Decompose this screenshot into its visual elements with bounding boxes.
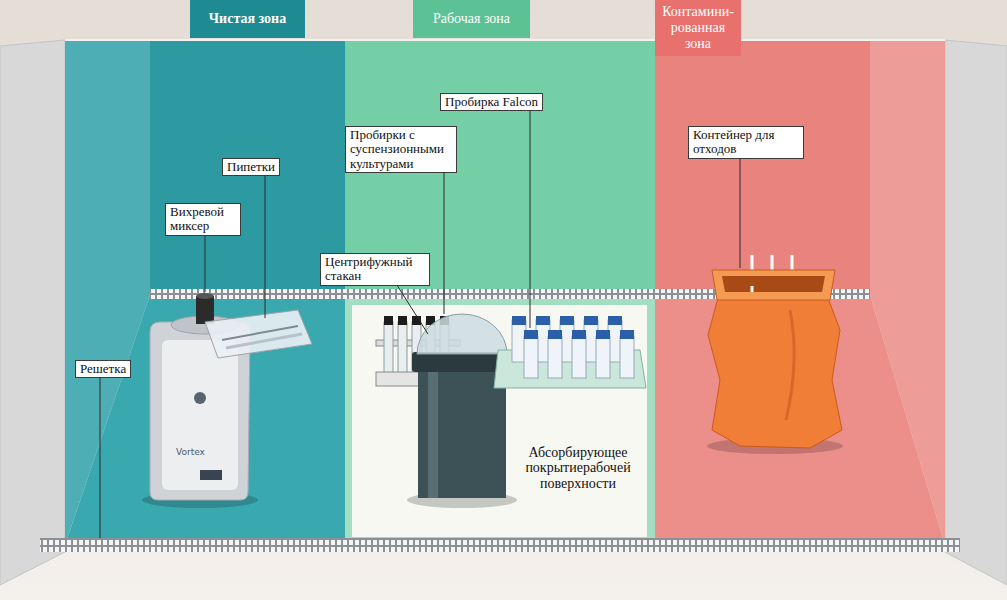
part-label: Центрифужный стакан	[320, 253, 430, 286]
tube-cap	[584, 316, 598, 325]
tube	[398, 322, 407, 378]
waste-opening	[722, 276, 825, 292]
clean-back-wall	[150, 40, 345, 295]
zone-title: Рабочая зона	[413, 0, 530, 38]
zone-band: Контамини- рованная зона	[655, 0, 945, 545]
tube-cap	[524, 330, 538, 339]
leader-line	[265, 172, 266, 318]
tube	[548, 336, 562, 378]
waste-bag	[708, 298, 842, 448]
tube-cap	[620, 330, 634, 339]
tube-cap	[560, 316, 574, 325]
bucket-lid	[417, 314, 507, 354]
right-outer-panel	[945, 40, 1007, 585]
bucket-highlight	[428, 368, 438, 498]
leader-line	[444, 165, 445, 314]
zone-title: Чистая зона	[190, 0, 305, 38]
dirty-back-wall	[655, 40, 870, 295]
tube	[620, 336, 634, 378]
waste-rim	[712, 270, 835, 300]
printed-text: Vortex	[176, 448, 205, 458]
part-label: Пробирка Falcon	[440, 93, 543, 111]
part-label: Контейнер для отходов	[688, 126, 804, 159]
leader-line	[205, 232, 206, 292]
part-label: Вихревой миксер	[165, 203, 241, 236]
tube	[572, 336, 586, 378]
clean-floor	[65, 295, 345, 545]
zone-title: Контамини- рованная зона	[655, 0, 741, 56]
pipette	[226, 334, 302, 348]
tube-cap	[548, 330, 562, 339]
tube	[596, 336, 610, 378]
absorbent-pad	[352, 305, 647, 537]
leader-line	[100, 374, 101, 538]
part-label: Пипетки	[222, 158, 280, 176]
leader-line	[530, 108, 531, 328]
cabinet-top-edge	[65, 39, 945, 41]
left-outer-panel	[0, 40, 65, 585]
mixer-display	[200, 470, 222, 480]
tube-cap	[512, 316, 526, 325]
printed-text: Абсорбирующее покрытиерабочей поверхност…	[512, 445, 644, 491]
leader-line	[740, 155, 741, 268]
mixer-face	[162, 340, 238, 490]
mixer-knob	[194, 392, 206, 404]
part-label: Решетка	[75, 360, 131, 378]
tube-cap	[536, 316, 550, 325]
mixer-cup-top	[196, 293, 214, 299]
zone-band: Чистая зона	[65, 0, 345, 545]
tube-cap	[398, 316, 407, 325]
tube	[384, 322, 393, 378]
part-label: Пробирки с суспензионными культурами	[345, 126, 457, 173]
tube	[524, 336, 538, 378]
discarded-pipette	[751, 286, 754, 292]
bucket-body	[418, 368, 506, 498]
leader-lines	[100, 108, 740, 538]
tube-cap	[384, 316, 393, 325]
pipette-pack	[205, 310, 312, 358]
front-grille	[40, 538, 960, 552]
bag-fold	[786, 310, 794, 420]
mixer-cup	[196, 296, 214, 324]
dirty-floor	[655, 295, 945, 545]
leader-line	[395, 282, 428, 334]
work-floor	[345, 295, 655, 545]
tube-cap	[608, 316, 622, 325]
tube-cap	[572, 330, 586, 339]
tube-cap	[596, 330, 610, 339]
